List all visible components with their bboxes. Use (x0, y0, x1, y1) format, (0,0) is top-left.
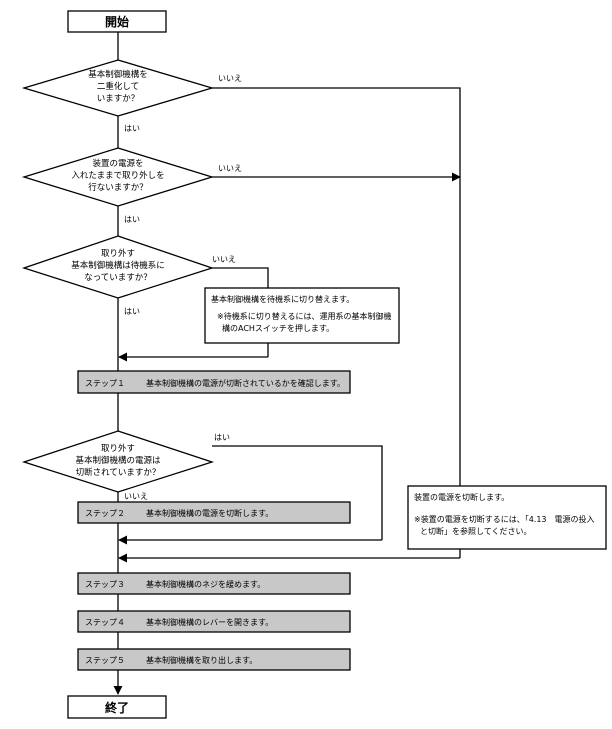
start-label: 開始 (105, 14, 129, 29)
decision-standby-yes-label: はい (124, 307, 140, 316)
decision-hot-removal-line3: 行ないますか？ (88, 182, 148, 193)
decision-duplexed-line1: 基本制御機構を (88, 69, 148, 80)
step-1-text: 基本制御機構の電源が切断されているかを確認します。 (146, 378, 345, 388)
decision-standby-no-label: いいえ (212, 255, 236, 264)
step-4-box: ステップ４ 基本制御機構のレバーを開きます。 (77, 610, 351, 633)
step-3-label: ステップ３ (85, 580, 125, 589)
decision-power-off-line1: 取り外す (101, 443, 135, 454)
note-switch-body2: 構のACHスイッチを押します。 (222, 323, 334, 333)
step-4-text: 基本制御機構のレバーを開きます。 (146, 617, 273, 627)
note-switch-body1: ※待機系に切り替えるには、運用系の基本制御機 (217, 311, 391, 321)
decision-hot-removal: 装置の電源を 入れたままで取り外しを 行ないますか？ いいえ はい (21, 147, 242, 224)
decision-duplexed-yes-label: はい (124, 124, 140, 133)
decision-power-off: 取り外す 基本制御機構の電源は 切断されていますか？ はい いいえ (21, 430, 230, 501)
step-1-label: ステップ１ (85, 379, 125, 388)
decision-hot-removal-no-label: いいえ (218, 164, 242, 173)
decision-hot-removal-line2: 入れたままで取り外しを (71, 170, 164, 181)
decision1-no-line (212, 87, 461, 486)
step-5-label: ステップ５ (85, 656, 125, 665)
decision-standby-line2: 基本制御機構は待機系に (71, 260, 165, 271)
decision-standby-line3: なっていますか？ (84, 273, 152, 283)
end-label: 終了 (105, 700, 129, 715)
decision-hot-removal-yes-label: はい (124, 215, 140, 224)
decision-duplexed-line3: いますか？ (97, 94, 140, 104)
note-power-off-device: 装置の電源を切断します。 ※装置の電源を切断するには、「4.13 電源の投入 と… (407, 485, 607, 550)
decision-hot-removal-line1: 装置の電源を (92, 158, 143, 169)
note-switch-title: 基本制御機構を待機系に切り替えます。 (211, 294, 354, 304)
decision-duplexed-no-label: いいえ (218, 74, 242, 83)
step-3-box: ステップ３ 基本制御機構のネジを緩めます。 (77, 572, 351, 595)
start-terminal: 開始 (67, 10, 167, 33)
note-switch-to-standby: 基本制御機構を待機系に切り替えます。 ※待機系に切り替えるには、運用系の基本制御… (204, 287, 400, 344)
connectors (113, 32, 461, 695)
step-5-box: ステップ５ 基本制御機構を取り出します。 (77, 648, 351, 671)
note-power-off-body1: ※装置の電源を切断するには、「4.13 電源の投入 (414, 514, 595, 524)
note-power-off-title: 装置の電源を切断します。 (414, 492, 509, 502)
decision-power-off-line2: 基本制御機構の電源は (75, 455, 161, 466)
decision3-no-line (212, 267, 269, 288)
decision-duplexed-line2: 二重化して (97, 81, 139, 92)
note-power-off-body2: と切断」を参照してください。 (420, 526, 532, 536)
decision-standby-line1: 取り外す (101, 248, 135, 259)
decision-power-off-yes-label: はい (214, 433, 230, 442)
step-2-box: ステップ２ 基本制御機構の電源を切断します。 (77, 501, 351, 524)
step-2-text: 基本制御機構の電源を切断します。 (146, 508, 273, 518)
decision-duplexed: 基本制御機構を 二重化して いますか？ いいえ はい (21, 59, 242, 133)
step-1-box: ステップ１ 基本制御機構の電源が切断されているかを確認します。 (77, 370, 351, 394)
end-terminal: 終了 (67, 695, 167, 719)
decision-standby: 取り外す 基本制御機構は待機系に なっていますか？ いいえ はい (21, 235, 236, 316)
decision-power-off-no-label: いいえ (124, 492, 148, 501)
step-2-label: ステップ２ (85, 509, 125, 518)
decision-power-off-line3: 切断されていますか？ (76, 467, 161, 478)
step-4-label: ステップ４ (85, 618, 125, 627)
decision4-yes-line (212, 445, 383, 540)
step-5-text: 基本制御機構を取り出します。 (146, 655, 257, 665)
step-3-text: 基本制御機構のネジを緩めます。 (146, 579, 265, 589)
